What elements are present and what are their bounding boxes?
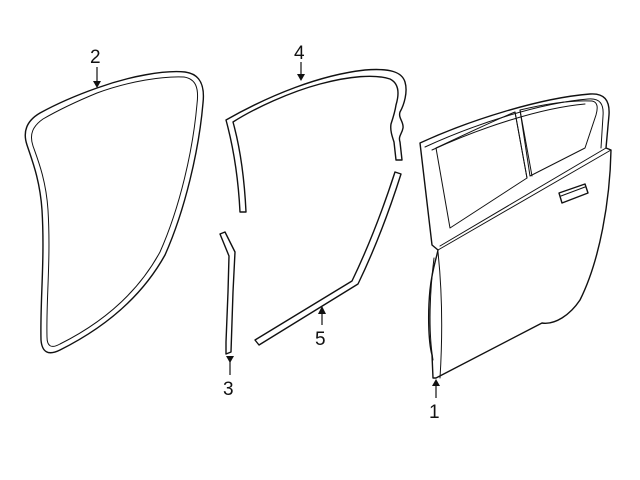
callout-2: 2 [90,47,101,88]
callout-1: 1 [429,379,440,423]
part-2-door-opening-weatherstrip[interactable] [24,70,205,354]
callout-label-4: 4 [294,43,305,64]
callout-4: 4 [294,43,305,81]
callout-label-2: 2 [90,47,101,68]
part-1-door-shell[interactable] [419,93,612,379]
part-4-upper-frame-weatherstrip[interactable] [225,68,407,213]
callout-3: 3 [223,356,234,400]
callout-5: 5 [315,306,326,350]
callout-label-3: 3 [223,379,234,400]
part-5-rear-lower-seal-strip[interactable] [254,171,402,346]
part-3-front-vertical-seal-strip[interactable] [219,231,236,355]
callout-label-5: 5 [315,329,326,350]
callout-label-1: 1 [429,402,440,423]
